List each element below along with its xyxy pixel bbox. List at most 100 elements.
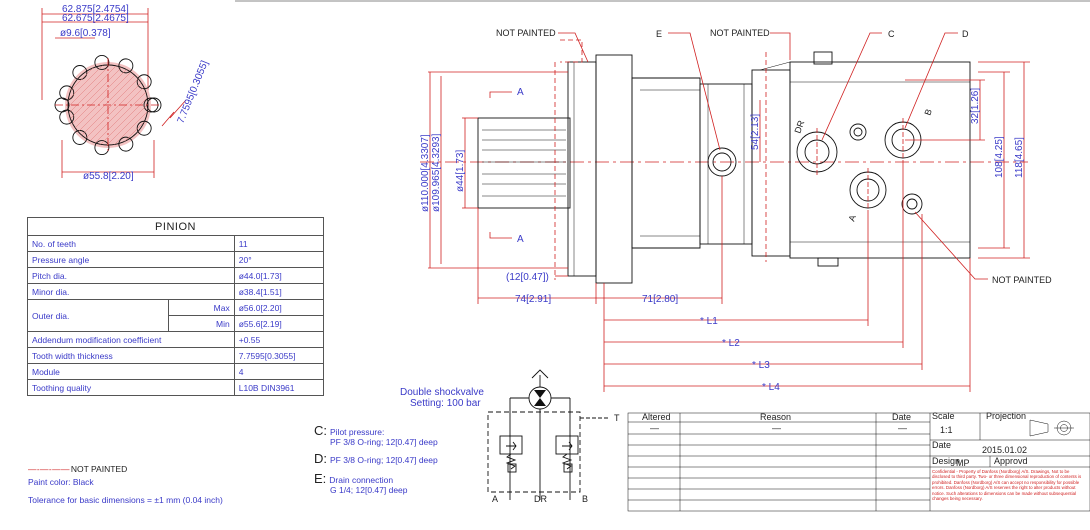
spring-right <box>561 453 573 470</box>
gear-tooth <box>118 136 134 152</box>
hatch-line <box>113 65 148 145</box>
gear-teeth <box>59 54 159 156</box>
tb-date-value: 2015.01.02 <box>982 445 1027 455</box>
label-DR: DR <box>792 119 806 135</box>
connection-D: D:PF 3/8 O-ring; 12[0.47] deep <box>314 451 438 466</box>
tb-scale-label: Scale <box>932 411 955 421</box>
pinion-row-label: No. of teeth <box>27 235 235 252</box>
tb-approved-label: Approvd <box>994 456 1028 466</box>
label-not-painted-2: NOT PAINTED <box>710 28 770 38</box>
relief-valve-right <box>555 435 579 455</box>
pilot-port-small-inner <box>853 127 863 137</box>
motor-side-view: ø110.000[4.3307] ø109.965[4.3293] ø44[1.… <box>420 28 1052 393</box>
dim-L1-text: * L1 <box>700 316 718 327</box>
dim-118-text: 118[4.65] <box>1014 137 1025 178</box>
spline-shaft <box>477 117 571 209</box>
section-A-bottom-marker <box>489 232 512 239</box>
dim-108-text: 108[4.25] <box>994 136 1005 178</box>
label-E: E <box>656 29 662 39</box>
pinion-row-value: ø55.6[2.19] <box>233 315 325 332</box>
connection-C-line2: PF 3/8 O-ring; 12[0.47] deep <box>330 437 438 447</box>
hatch-line <box>68 65 97 145</box>
leader-C <box>821 32 882 141</box>
motor-body-front <box>631 77 701 249</box>
connection-E: E:Drain connection G 1/4; 12[0.47] deep <box>314 472 408 495</box>
spline-teeth-lines <box>482 129 566 197</box>
tb-rows <box>628 433 930 501</box>
label-C: C <box>888 29 895 39</box>
pinion-row-value: 7.7595[0.3055] <box>233 347 325 364</box>
dim-L3-text: * L3 <box>752 360 770 371</box>
label-port-B: B <box>922 108 933 117</box>
pinion-row-value: 4 <box>233 363 325 380</box>
title-block-frame <box>627 412 1090 512</box>
label-not-painted-3: NOT PAINTED <box>992 275 1052 285</box>
dim-54-text: 54[2.13] <box>750 114 761 150</box>
connection-D-key: D: <box>314 451 327 466</box>
connection-D-line1: PF 3/8 O-ring; 12[0.47] deep <box>330 455 438 465</box>
dim-L2-text: * L2 <box>722 338 740 349</box>
connection-C: C:Pilot pressure: PF 3/8 O-ring; 12[0.47… <box>314 423 438 447</box>
gear-tooth <box>118 58 134 74</box>
relief-valve-left <box>499 435 523 455</box>
confidential-notice: Confidential - Property of Danfoss (Nord… <box>932 469 1082 502</box>
dim-outer-2-text: 62.675[2.4675] <box>62 13 129 24</box>
leader-not-painted-3 <box>914 211 988 280</box>
not-painted-outline-flange <box>560 39 583 63</box>
hatch-line <box>68 65 111 145</box>
gear-spline-view: 62.875[2.4754] 62.675[2.4675] ø9.6[0.378… <box>41 4 211 182</box>
leader-not-painted-1 <box>558 32 589 63</box>
pinion-row-value: 11 <box>233 235 325 252</box>
pinion-row-sub: Min <box>167 315 235 332</box>
shockvalve-text-1: Double shockvalve <box>400 387 484 398</box>
dim-tooth-text: 7.7595[0.3055] <box>176 59 211 125</box>
dim-pin-text: ø9.6[0.378] <box>60 28 111 39</box>
dim-32-text: 32[1.26] <box>970 88 981 124</box>
dim-109-text: ø109.965[4.3293] <box>431 133 442 212</box>
tb-date-label: Date <box>932 440 951 450</box>
dim-outer-1-text: 62.875[2.4754] <box>62 4 129 15</box>
check-right <box>563 463 573 473</box>
leader-E <box>668 32 721 151</box>
pinion-row: Addendum modification coefficient+0.55 <box>27 331 325 348</box>
pilot-port-C-inner <box>906 198 918 210</box>
port-A-label: A <box>492 494 498 504</box>
pinion-row-label: Pitch dia. <box>27 267 235 284</box>
tb-reason: Reason <box>760 412 791 422</box>
shockvalve-text-2: Setting: 100 bar <box>410 398 481 409</box>
mounting-flange <box>595 54 633 284</box>
pilot-port-small <box>849 123 867 141</box>
tb-altered: Altered <box>642 412 671 422</box>
motor-symbol-arrow-top <box>534 390 546 398</box>
top-boss <box>813 51 833 65</box>
pinion-row-label: Toothing quality <box>27 379 235 396</box>
tb-date-col: Date <box>892 412 911 422</box>
connection-C-line1: Pilot pressure: <box>330 427 385 437</box>
tolerance-note: Tolerance for basic dimensions = ±1 mm (… <box>28 495 223 505</box>
label-D: D <box>962 29 969 39</box>
legend-not-painted-text: NOT PAINTED <box>70 464 128 474</box>
pinion-row-sub: Max <box>167 299 235 316</box>
connection-C-key: C: <box>314 423 327 438</box>
pinion-row-value: L10B DIN3961 <box>233 379 325 396</box>
section-A-top: A <box>517 87 524 98</box>
pinion-row-value: +0.55 <box>233 331 325 348</box>
pinion-row-value: 20° <box>233 251 325 268</box>
gear-tooth <box>136 120 152 136</box>
pinion-row-label: Addendum modification coefficient <box>27 331 235 348</box>
projection-symbol-icon <box>1029 419 1074 437</box>
pinion-row: Minor dia.ø38.4[1.51] <box>27 283 325 300</box>
hydraulic-schematic: Double shockvalve Setting: 100 bar T A D… <box>400 369 620 504</box>
section-A-bottom: A <box>517 234 524 245</box>
hatch-line <box>92 65 148 145</box>
dim-L4-text: * L4 <box>762 382 780 393</box>
gear-tooth <box>136 74 152 90</box>
paint-color-note: Paint color: Black <box>28 477 94 487</box>
tb-scale-value: 1:1 <box>940 425 953 435</box>
pinion-row-value: ø56.0[2.20] <box>233 299 325 316</box>
pinion-row: Pitch dia.ø44.0[1.73] <box>27 267 325 284</box>
